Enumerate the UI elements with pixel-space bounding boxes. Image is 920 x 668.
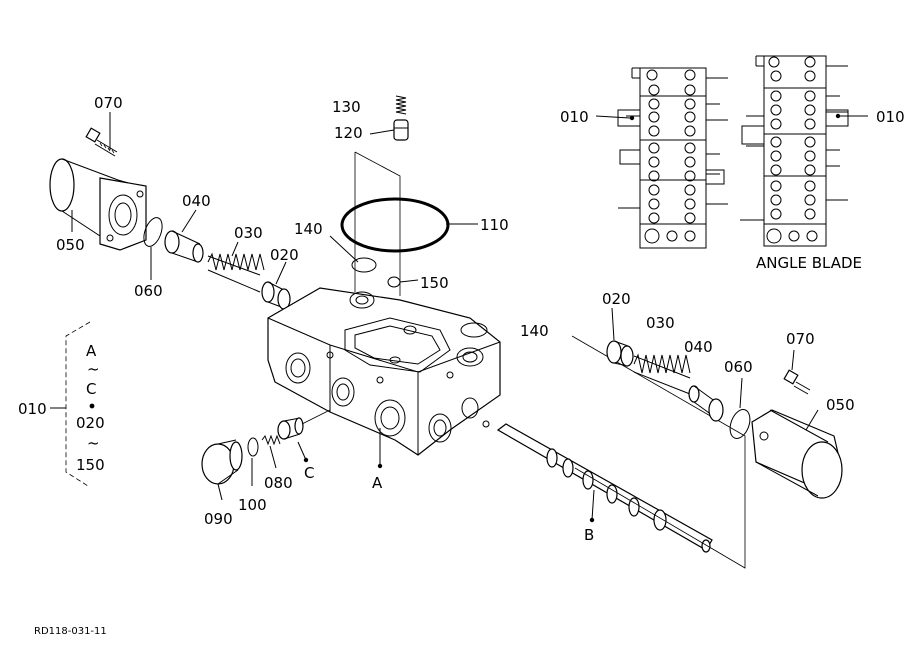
- spring-030-left: [207, 252, 265, 293]
- bracket-150: 150: [76, 456, 105, 474]
- oring-060-left: [143, 217, 163, 247]
- spring-130: [395, 95, 407, 115]
- oring-110: [340, 197, 450, 253]
- spring-030-right: [633, 353, 691, 395]
- label-090: 090: [204, 510, 233, 528]
- label-020-right: 020: [602, 290, 631, 308]
- bracket-020: 020: [76, 414, 105, 432]
- label-120: 120: [334, 124, 363, 142]
- label-060-left: 060: [134, 282, 163, 300]
- label-100: 100: [238, 496, 267, 514]
- label-070-right: 070: [786, 330, 815, 348]
- schematic-standard: [617, 67, 728, 249]
- cap-050-right: [751, 409, 843, 499]
- spring-seat-040-right: [688, 385, 724, 422]
- label-010-angle: 010: [876, 108, 905, 126]
- schematic-angle-blade: [740, 55, 849, 247]
- point-A: A: [372, 474, 383, 492]
- label-angle-blade: ANGLE BLADE: [756, 254, 862, 272]
- bracket-tilde-1: ~: [87, 360, 100, 378]
- oring-140-left: [351, 257, 377, 273]
- spring-seat-020-left: [261, 281, 291, 310]
- oring-140-right: [460, 322, 488, 338]
- bolt-070-left: [85, 127, 118, 157]
- label-030-left: 030: [234, 224, 263, 242]
- bracket-A: A: [86, 342, 97, 360]
- point-C: C: [304, 464, 314, 482]
- label-010-group: 010: [18, 400, 47, 418]
- oring-060-right: [729, 409, 751, 439]
- plug-090: [201, 439, 243, 485]
- spring-seat-040-left: [164, 230, 204, 263]
- label-150: 150: [420, 274, 449, 292]
- valve-body: [267, 287, 501, 456]
- spring-seat-020-right: [606, 340, 634, 367]
- bracket-tilde-2: ~: [87, 434, 100, 452]
- label-140-left: 140: [294, 220, 323, 238]
- poppet-120: [393, 119, 409, 141]
- bracket-C: C: [86, 380, 96, 398]
- label-010-standard: 010: [560, 108, 589, 126]
- label-130: 130: [332, 98, 361, 116]
- label-020-left: 020: [270, 246, 299, 264]
- drawing-code: RD118-031-11: [34, 626, 107, 637]
- label-050-left: 050: [56, 236, 85, 254]
- point-B: B: [584, 526, 594, 544]
- label-070-left: 070: [94, 94, 123, 112]
- spring-080: [261, 434, 281, 446]
- cap-050-left: [49, 158, 147, 251]
- label-060-right: 060: [724, 358, 753, 376]
- oring-100: [247, 437, 259, 457]
- label-140-right: 140: [520, 322, 549, 340]
- bolt-070-right: [783, 369, 811, 395]
- schematic-circles-b: [766, 56, 818, 244]
- label-040-right: 040: [684, 338, 713, 356]
- ball-150: [387, 276, 401, 288]
- schematic-circles-a: [644, 69, 696, 244]
- label-110: 110: [480, 216, 509, 234]
- label-040-left: 040: [182, 192, 211, 210]
- check-valve: [277, 417, 304, 440]
- label-050-right: 050: [826, 396, 855, 414]
- label-080: 080: [264, 474, 293, 492]
- label-030-right: 030: [646, 314, 675, 332]
- spool: [496, 423, 713, 553]
